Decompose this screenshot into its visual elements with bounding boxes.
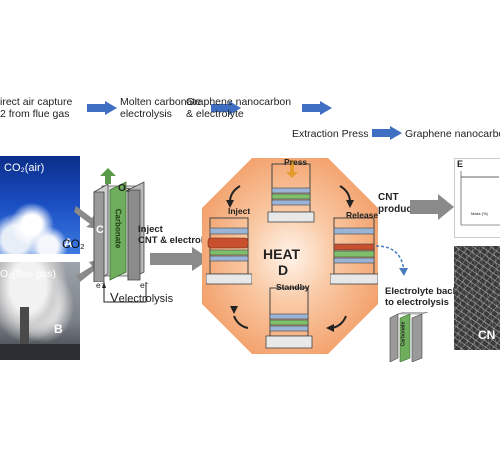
inject-line1: Inject [138, 224, 163, 235]
inject-line2: CNT & electrolyte [138, 235, 218, 246]
sem-label: CN [478, 328, 496, 342]
step-2-line1: Molten carbonate [120, 96, 202, 108]
press-letter-d: D [278, 262, 289, 278]
circuit-wire [102, 282, 147, 303]
blue-arrow-4 [372, 126, 402, 140]
step-5-line1: Graphene nanocarbon [405, 128, 500, 140]
step-1-line1: irect air capture [0, 96, 73, 108]
photo-a-letter: A [64, 236, 73, 250]
tga-curve [460, 171, 500, 226]
photo-b-letter: B [54, 322, 63, 336]
cnt-line2: product [378, 204, 416, 215]
step-1-label: irect air capture 2 from flue gas [0, 96, 72, 120]
cnt-line1: CNT [378, 192, 399, 203]
back-line2: to electrolysis [385, 297, 449, 308]
flue-gas-label: O₂(flue gas) [0, 268, 57, 280]
grey-arrow-inject [150, 247, 210, 271]
inject-step-label: Inject [228, 206, 251, 216]
sky-photo: CO₂(air) A [0, 156, 80, 254]
chart-letter-e: E [457, 159, 464, 169]
sem-image: CN [454, 246, 500, 350]
electrolysis-cell [93, 181, 145, 282]
press-step-label: Press [284, 157, 308, 167]
heat-octagon [202, 158, 378, 354]
step-3-line2: & electrolyte [186, 108, 244, 120]
air-co2-label: CO₂(air) [4, 162, 45, 174]
press-standby [265, 287, 313, 349]
small-carbonate-cell [389, 312, 429, 362]
press-inject [206, 217, 252, 285]
chart-legend: Mass (%) [471, 211, 488, 216]
tga-chart-panel: E Mass (%) [454, 158, 500, 238]
grey-arrow-output [410, 194, 454, 220]
step-1-line2: 2 from flue gas [0, 108, 70, 120]
return-dashed-arrow [375, 245, 408, 276]
step-2-label: Molten carbonate electrolysis [120, 96, 201, 120]
step-5-label: Graphene nanocarbon [405, 128, 500, 140]
electrolyte-back-label: Electrolyte back to electrolysis [385, 286, 458, 308]
cnt-product-label: CNT product [378, 192, 415, 216]
smokestack-photo: O₂(flue gas) B [0, 262, 80, 360]
small-carbonate-label: Carbonate [400, 321, 407, 347]
voltage-label: Velectrolysis [110, 290, 173, 305]
o2-label: O₂ [118, 183, 131, 194]
press-top [267, 160, 315, 223]
blue-arrow-2 [211, 101, 241, 115]
electrode-letter-c: C [96, 224, 104, 236]
plant-base [0, 344, 80, 360]
electron-left-label: e⁻ [96, 280, 106, 290]
inject-label: Inject CNT & electrolyte [138, 224, 217, 246]
press-release [330, 217, 378, 285]
step-4-line1: Extraction Press [292, 128, 369, 140]
heat-label: HEAT [263, 246, 301, 262]
blue-arrow-1 [87, 101, 117, 115]
co2-label: CO₂ [62, 237, 85, 251]
standby-step-label: Standby [276, 282, 310, 292]
voltage-sub: electrolysis [118, 293, 174, 305]
voltage-v: V [110, 290, 119, 305]
back-line1: Electrolyte back [385, 286, 458, 297]
blue-arrow-3 [302, 101, 332, 115]
step-2-line2: electrolysis [120, 108, 172, 120]
release-step-label: Release [346, 210, 379, 220]
carbonate-label: Carbonate [113, 208, 123, 249]
step-4-label: Extraction Press [292, 128, 368, 140]
stack-shape [20, 307, 29, 360]
step-3-block: Graphene nanocarbon & electrolyte [186, 96, 291, 120]
electron-right-label: e⁻ [140, 280, 150, 290]
o2-arrow-icon [100, 168, 116, 184]
step-3-line1: Graphene nanocarbon [186, 96, 292, 108]
